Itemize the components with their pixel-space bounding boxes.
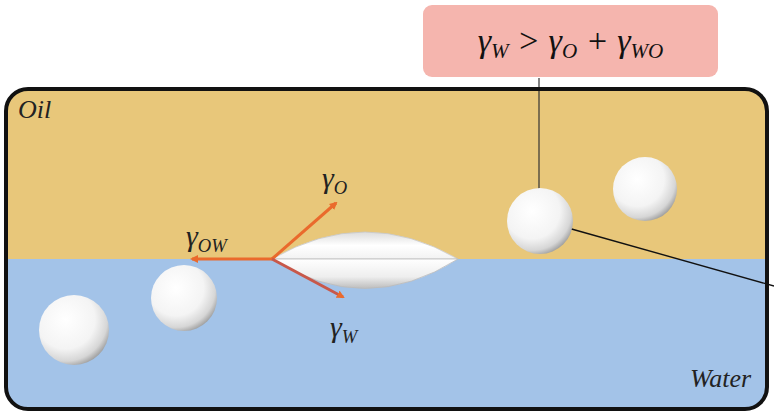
oil-layer — [6, 89, 767, 259]
particle-sphere — [151, 265, 217, 331]
condition-text: γW > γO + γWO — [478, 24, 664, 58]
phase-label: Water — [690, 366, 751, 392]
tension-label: γO — [322, 163, 347, 193]
leader-line — [568, 228, 774, 286]
phase-label: Oil — [18, 97, 51, 123]
particle-sphere — [39, 295, 109, 365]
tension-arrow — [192, 258, 272, 261]
tension-label: γW — [330, 312, 357, 342]
tension-label: γOW — [186, 221, 227, 251]
particle-sphere — [613, 157, 677, 221]
callout-box: γW > γO + γWO — [423, 5, 718, 77]
water-layer — [6, 259, 767, 409]
tension-arrow — [272, 259, 343, 297]
liquid-layers — [6, 89, 767, 409]
particle-sphere — [507, 188, 573, 254]
leader-line — [538, 78, 539, 190]
container-outline — [6, 89, 767, 409]
tension-arrow — [272, 203, 336, 259]
